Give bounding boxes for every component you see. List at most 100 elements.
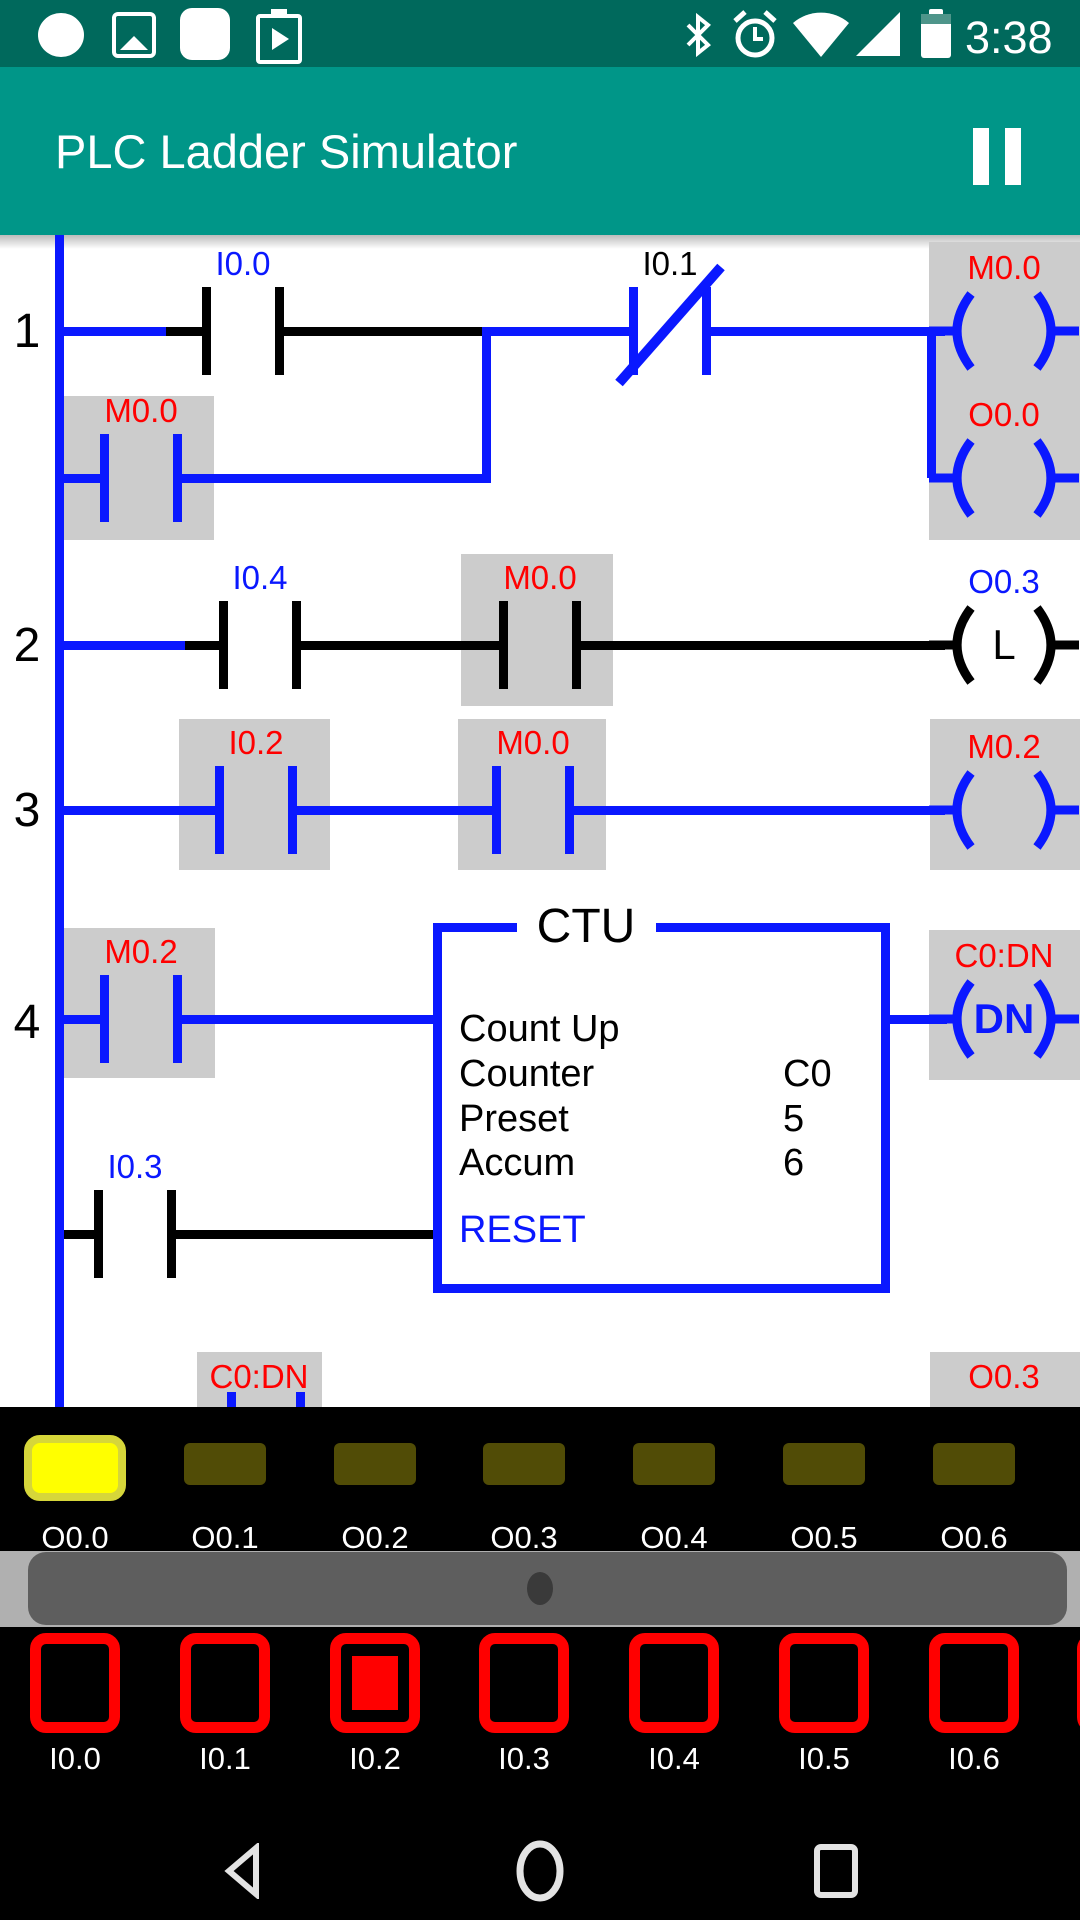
input-button-I0.6[interactable] xyxy=(929,1633,1019,1733)
contact-M0.0-r2[interactable]: M0.0 xyxy=(475,559,605,693)
input-button-I0.3[interactable] xyxy=(479,1633,569,1733)
coil-C0:DN[interactable]: C0:DN DN xyxy=(929,935,1079,1069)
contact-bar xyxy=(167,1190,176,1278)
coil-label: O0.0 xyxy=(968,396,1040,433)
screenshot-icon xyxy=(180,8,230,60)
contact-label: I0.1 xyxy=(642,245,698,282)
home-button[interactable] xyxy=(510,1837,570,1905)
coil-label: M0.2 xyxy=(967,728,1041,765)
ctu-block[interactable]: CTU Count Up Counter C0 Preset 5 Accum 6… xyxy=(433,900,890,1293)
wire xyxy=(64,1230,94,1239)
highlight-r4-coil xyxy=(929,930,1080,1080)
pause-icon xyxy=(973,128,989,185)
contact-bar xyxy=(292,601,301,689)
coil-O0.0[interactable]: O0.0 xyxy=(929,394,1079,528)
back-button[interactable] xyxy=(216,1843,272,1899)
ctu-border xyxy=(433,923,517,932)
contact-bar xyxy=(565,766,574,854)
input-on-indicator xyxy=(352,1656,398,1710)
contact-M0.0-branch[interactable]: M0.0 xyxy=(76,392,206,526)
output-led-O0.1 xyxy=(184,1443,266,1485)
contact-M0.2[interactable]: M0.2 xyxy=(76,933,206,1067)
input-button-I0.4[interactable] xyxy=(629,1633,719,1733)
input-button-I0.1[interactable] xyxy=(180,1633,270,1733)
contact-label: M0.0 xyxy=(104,392,178,429)
ctu-row-label: Accum xyxy=(459,1142,576,1184)
latch-symbol: L xyxy=(992,621,1016,668)
input-button-I0.5[interactable] xyxy=(779,1633,869,1733)
contact-bar xyxy=(173,434,182,522)
nc-slash-icon xyxy=(615,263,725,387)
coil-M0.2[interactable]: M0.2 xyxy=(929,726,1079,860)
wire xyxy=(581,641,945,650)
ctu-reset-label: RESET xyxy=(459,1209,586,1251)
output-led-O0.6 xyxy=(933,1443,1015,1485)
wire xyxy=(166,327,202,336)
wifi-icon xyxy=(793,12,849,58)
ctu-row-label: Counter xyxy=(459,1053,595,1095)
rung-number-3: 3 xyxy=(13,784,41,837)
wire xyxy=(182,1015,433,1024)
rung-number-2: 2 xyxy=(13,619,41,672)
contact-I0.4[interactable]: I0.4 xyxy=(195,559,325,693)
input-label: I0.2 xyxy=(349,1741,401,1776)
output-led-O0.2 xyxy=(334,1443,416,1485)
pause-button[interactable] xyxy=(973,128,1021,185)
output-label: O0.2 xyxy=(341,1520,409,1555)
contact-label: C0:DN xyxy=(209,1358,309,1395)
contact-I0.3[interactable]: I0.3 xyxy=(70,1148,200,1282)
contact-label: I0.0 xyxy=(215,245,271,282)
io-panel: O0.0 O0.1 O0.2 O0.3 O0.4 O0.5 O0.6 I0.0 … xyxy=(0,1407,1080,1920)
coil-label: M0.0 xyxy=(967,249,1041,286)
back-icon xyxy=(224,1843,259,1899)
slider-dot-icon xyxy=(527,1572,553,1605)
coil-parens-icon xyxy=(929,770,1079,850)
contact-I0.1-nc[interactable]: I0.1 xyxy=(605,245,735,387)
contact-bar xyxy=(227,1392,236,1407)
contact-bar xyxy=(100,975,109,1063)
input-button-I0.0[interactable] xyxy=(30,1633,120,1733)
output-label: O0.1 xyxy=(191,1520,259,1555)
contact-bar xyxy=(702,287,711,375)
contact-I0.2[interactable]: I0.2 xyxy=(191,724,321,858)
branch-junction-wire xyxy=(482,327,491,483)
wire xyxy=(176,1230,433,1239)
power-rail xyxy=(55,235,64,1407)
contact-M0.0-r3[interactable]: M0.0 xyxy=(468,724,598,858)
coil-parens-icon xyxy=(929,291,1079,371)
output-led-O0.0 xyxy=(24,1435,126,1501)
wire xyxy=(64,641,185,650)
output-label: O0.0 xyxy=(41,1520,109,1555)
ctu-row-label: Count Up xyxy=(459,1008,620,1050)
wire xyxy=(574,806,945,815)
coil-parens-icon xyxy=(929,605,1079,685)
clipboard-play-icon xyxy=(256,9,302,64)
coil-O0.3-latch[interactable]: O0.3 L xyxy=(929,561,1079,695)
wire xyxy=(284,327,486,336)
contact-bar xyxy=(100,434,109,522)
rung-number-1: 1 xyxy=(13,305,41,358)
pause-icon xyxy=(1005,128,1021,185)
highlight-r3-contact1 xyxy=(179,719,330,870)
input-button-I0.2[interactable] xyxy=(330,1633,420,1733)
contact-bar xyxy=(288,766,297,854)
contact-bar xyxy=(629,287,638,375)
coil-parens-icon xyxy=(929,979,1079,1059)
coil-label: C0:DN xyxy=(954,937,1054,974)
wire xyxy=(185,641,219,650)
contact-bar xyxy=(492,766,501,854)
wire xyxy=(890,1015,947,1024)
gallery-icon xyxy=(112,12,156,58)
coil-parens-icon xyxy=(929,438,1079,518)
contact-bar xyxy=(296,1392,305,1407)
highlight-r3-contact2 xyxy=(458,719,606,870)
ctu-border xyxy=(656,923,890,932)
recents-button[interactable] xyxy=(810,1841,862,1901)
highlight-r2-contact2 xyxy=(461,554,613,706)
cellular-icon xyxy=(856,12,900,56)
contact-label: M0.2 xyxy=(104,933,178,970)
ctu-row-value: C0 xyxy=(783,1053,832,1095)
coil-M0.0[interactable]: M0.0 xyxy=(929,247,1079,381)
contact-I0.0[interactable]: I0.0 xyxy=(178,245,308,379)
